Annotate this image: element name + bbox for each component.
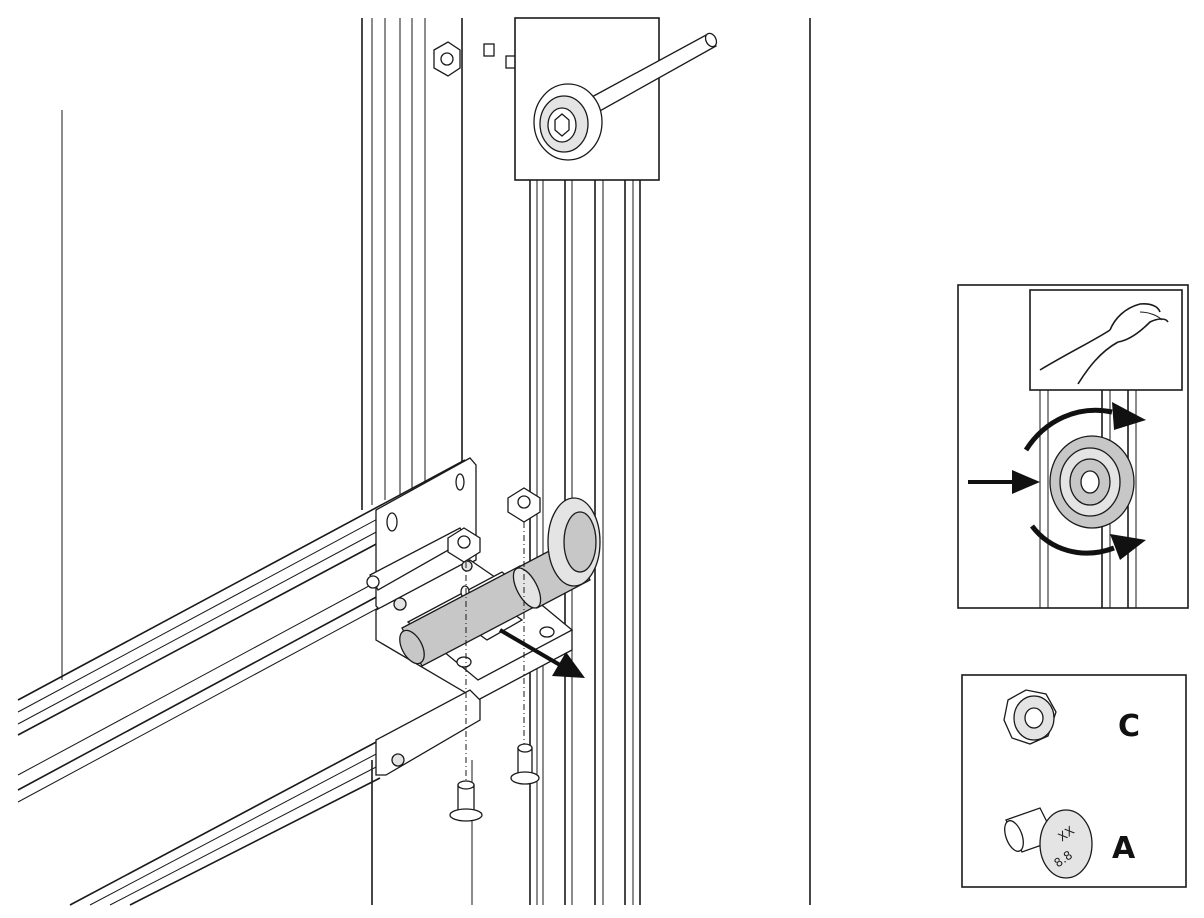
rotate-arrows-icon <box>1023 402 1146 560</box>
parts-legend: C XX 8.8 A <box>961 674 1187 888</box>
label-c: C <box>1118 709 1140 744</box>
label-a: A <box>1112 831 1136 866</box>
door-panel <box>61 18 473 905</box>
top-bolt <box>433 41 517 77</box>
rivet-icon <box>510 743 540 785</box>
bracket-bolts <box>447 487 541 563</box>
roller-icon <box>533 83 603 161</box>
push-arrow-icon <box>968 470 1040 494</box>
rivet-pins <box>449 743 540 822</box>
hand-icon <box>1029 289 1183 391</box>
pull-arrow-icon <box>498 628 585 678</box>
rivet-icon: XX 8.8 <box>1004 807 1093 879</box>
roller-shaft <box>399 497 601 667</box>
rotate-inset <box>957 284 1189 609</box>
roller-inset <box>514 17 718 181</box>
slot-square <box>483 43 495 57</box>
hex-nut-icon <box>1003 689 1057 745</box>
rivet-icon <box>449 780 483 822</box>
